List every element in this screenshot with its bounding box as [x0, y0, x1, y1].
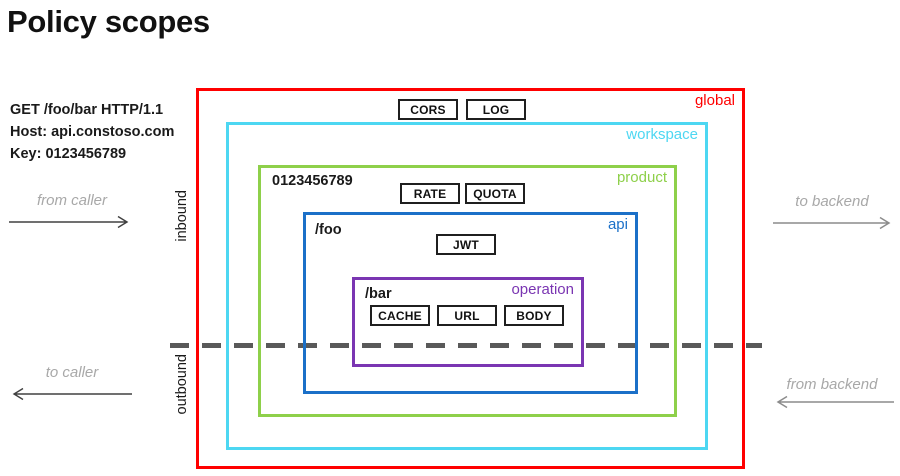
request-line: GET /foo/bar HTTP/1.1 — [10, 102, 164, 118]
scope-operation: operation /bar CACHE URL BODY — [352, 277, 584, 367]
from-backend-label: from backend — [786, 376, 878, 393]
page-title: Policy scopes — [7, 4, 210, 39]
product-key-text: 0123456789 — [272, 173, 353, 189]
scope-operation-label: operation — [511, 281, 574, 298]
policy-chip-log: LOG — [466, 99, 526, 120]
to-backend-label: to backend — [795, 193, 869, 210]
from-caller-label: from caller — [36, 192, 107, 209]
policy-chip-jwt: JWT — [436, 234, 496, 255]
from-caller-arrow-icon — [8, 215, 133, 229]
policy-chip-cors: CORS — [398, 99, 458, 120]
request-host-line: Host: api.constoso.com — [10, 124, 175, 140]
to-caller-arrow-icon — [8, 387, 133, 401]
scope-api: api /foo JWT — [303, 212, 638, 394]
http-request-sample: GET /foo/bar HTTP/1.1 Host: api.constoso… — [10, 99, 174, 165]
policy-chip-url: URL — [437, 305, 497, 326]
scope-workspace-label: workspace — [626, 126, 698, 143]
outbound-label: outbound — [174, 354, 190, 415]
inbound-label: inbound — [174, 190, 190, 242]
scope-workspace: workspace — [226, 122, 708, 450]
to-backend-arrow-icon — [772, 216, 895, 230]
policy-chip-cache: CACHE — [370, 305, 430, 326]
scope-global: global CORS LOG — [196, 88, 745, 469]
request-key-line: Key: 0123456789 — [10, 146, 127, 162]
scope-product: product 0123456789 RATE QUOTA — [258, 165, 677, 417]
to-caller-label: to caller — [45, 364, 99, 381]
policy-chip-quota: QUOTA — [465, 183, 525, 204]
api-path-text: /foo — [315, 222, 342, 238]
operation-path-text: /bar — [365, 286, 392, 302]
policy-chip-body: BODY — [504, 305, 564, 326]
from-backend-arrow-icon — [772, 395, 895, 409]
inbound-outbound-divider — [170, 343, 762, 348]
scope-api-label: api — [607, 216, 628, 233]
scope-global-label: global — [694, 92, 735, 109]
scope-product-label: product — [616, 169, 667, 186]
policy-chip-rate: RATE — [400, 183, 460, 204]
